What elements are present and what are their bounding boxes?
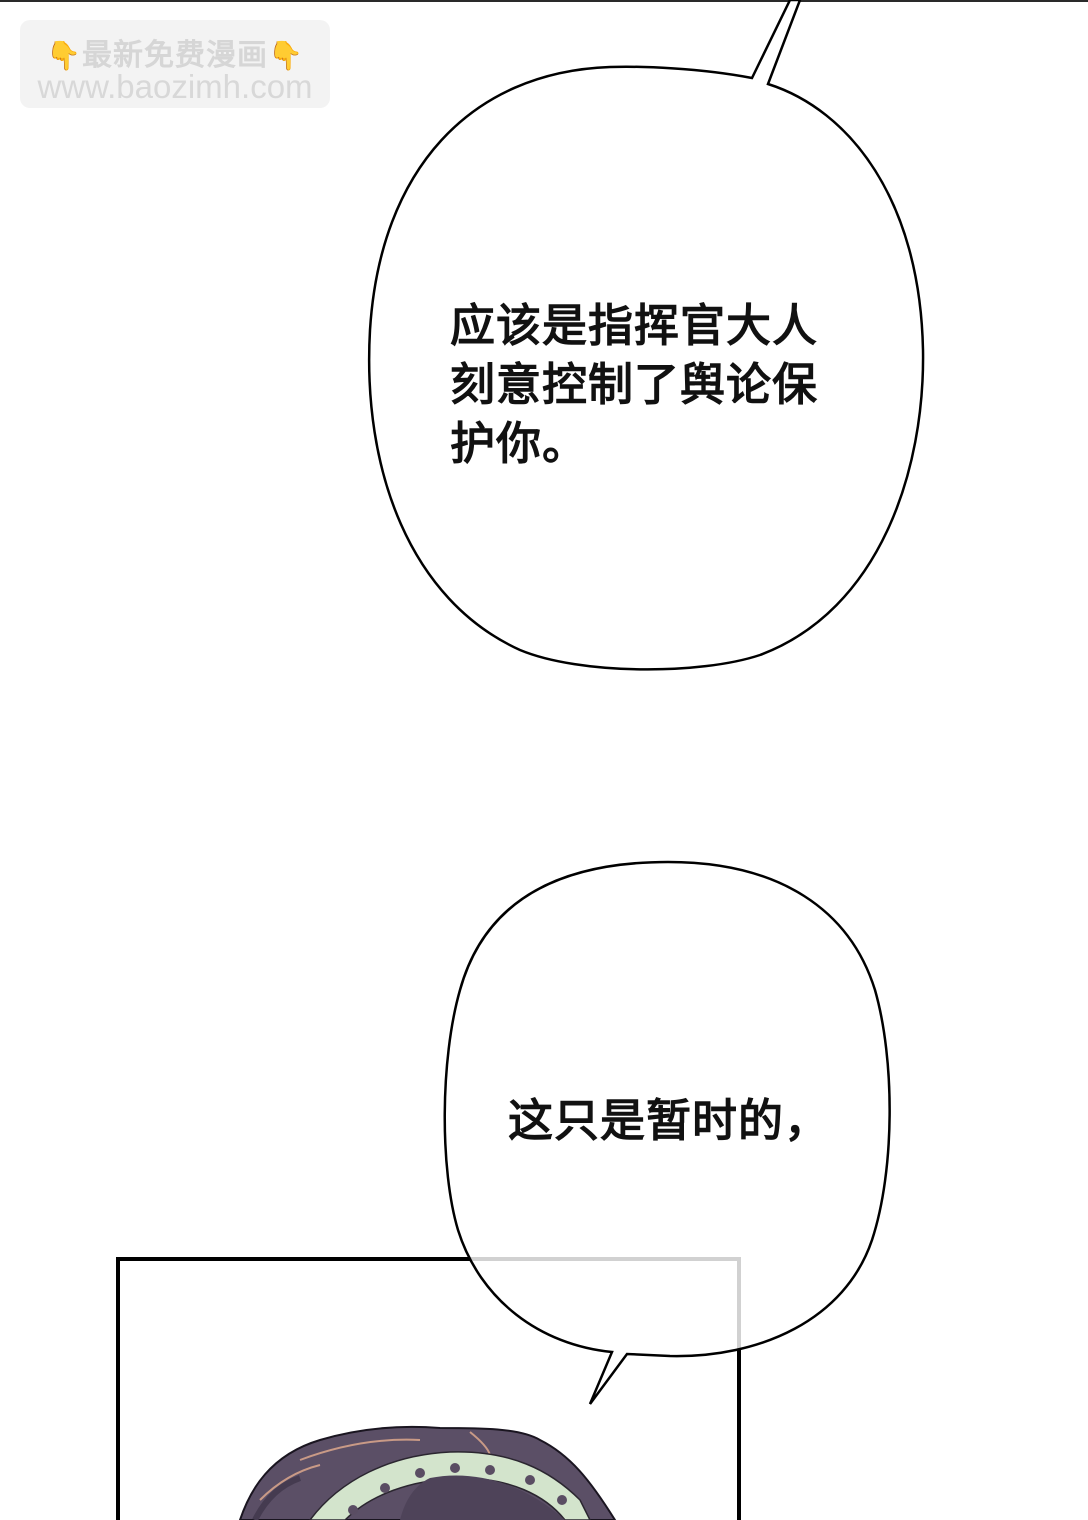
- speech-bubble-2: [443, 860, 891, 1405]
- top-border-line: [0, 0, 1088, 2]
- pointing-down-hand-icon: 👇: [46, 39, 82, 72]
- headband-pearls: [348, 1463, 567, 1515]
- watermark-url: www.baozimh.com: [37, 68, 313, 105]
- speech-bubble-1: [367, 0, 925, 671]
- pointing-down-hand-icon: 👇: [268, 39, 304, 72]
- speech-bubble-2-text: 这只是暂时的，: [508, 1094, 831, 1147]
- watermark-title: 最新免费漫画: [82, 38, 268, 73]
- speech-bubble-1-text: 应该是指挥官大人 刻意控制了舆论保 护你。: [450, 299, 819, 470]
- watermark-banner: 👇最新免费漫画👇 www.baozimh.com: [20, 20, 330, 108]
- character-hair-illustration: [238, 1425, 617, 1520]
